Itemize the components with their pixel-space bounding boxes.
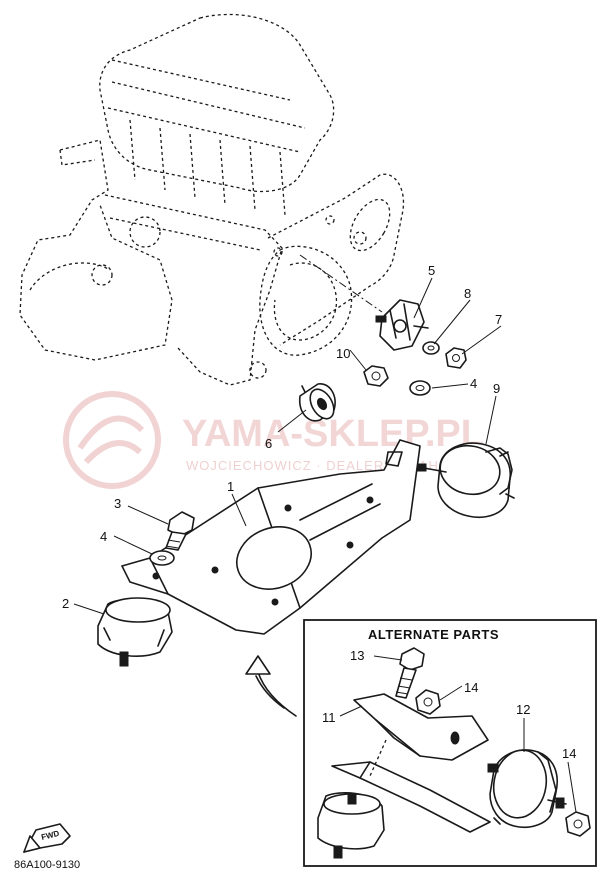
callout-10: 10	[336, 346, 350, 361]
callout-3: 3	[114, 496, 121, 511]
part-2-lower-damper	[97, 597, 173, 667]
callout-5: 5	[428, 263, 435, 278]
fwd-arrow-icon: FWD	[23, 823, 71, 853]
watermark-logo	[63, 391, 161, 489]
part-4-washer-upper	[409, 380, 431, 396]
alt-callout-12: 12	[516, 702, 530, 717]
callout-8: 8	[464, 286, 471, 301]
part-8-washer	[422, 341, 440, 355]
part-6-bushing	[298, 383, 336, 422]
alt-lower-damper	[317, 792, 385, 859]
alternate-parts-box: ALTERNATE PARTS	[303, 619, 597, 867]
part-5-mount-damper	[375, 299, 429, 351]
part-4-washer-lower	[149, 550, 175, 566]
part-3-bolt	[165, 511, 195, 551]
engine-outline	[19, 13, 405, 386]
callout-leaders	[73, 277, 502, 615]
part-13-flange-bolt	[395, 647, 425, 699]
callout-9: 9	[493, 381, 500, 396]
watermark-brand: YAMA-SKLEP.PL	[182, 413, 484, 455]
part-9-engine-mount	[415, 442, 515, 518]
part-7-nut	[445, 347, 467, 369]
fwd-label: FWD	[40, 829, 60, 842]
alt-callout-14-lower: 14	[562, 746, 576, 761]
watermark-tagline: WOJCIECHOWICZ · DEALER YAMAHA	[186, 458, 449, 473]
callout-labels: 5 8 7 10 4 9 6 1 3 4 2	[62, 263, 502, 611]
callout-2: 2	[62, 596, 69, 611]
part-11-alt-bracket	[331, 693, 491, 833]
part-1-mount-bracket	[121, 439, 421, 635]
callout-1: 1	[227, 479, 234, 494]
alt-callout-13: 13	[350, 648, 364, 663]
assembly-direction-arrow	[245, 655, 297, 717]
alternate-parts-title: ALTERNATE PARTS	[368, 627, 499, 642]
watermark: YAMA-SKLEP.PL WOJCIECHOWICZ · DEALER YAM…	[63, 391, 484, 489]
part-10-nut	[363, 365, 389, 387]
callout-4-upper: 4	[470, 376, 477, 391]
callout-7: 7	[495, 312, 502, 327]
part-14-flange-nut-upper	[415, 689, 441, 715]
callout-4-lower: 4	[100, 529, 107, 544]
alt-callout-14-upper: 14	[464, 680, 478, 695]
callout-6: 6	[265, 436, 272, 451]
alt-callout-11: 11	[322, 710, 336, 725]
diagram-code: 86A100-9130	[14, 859, 80, 871]
